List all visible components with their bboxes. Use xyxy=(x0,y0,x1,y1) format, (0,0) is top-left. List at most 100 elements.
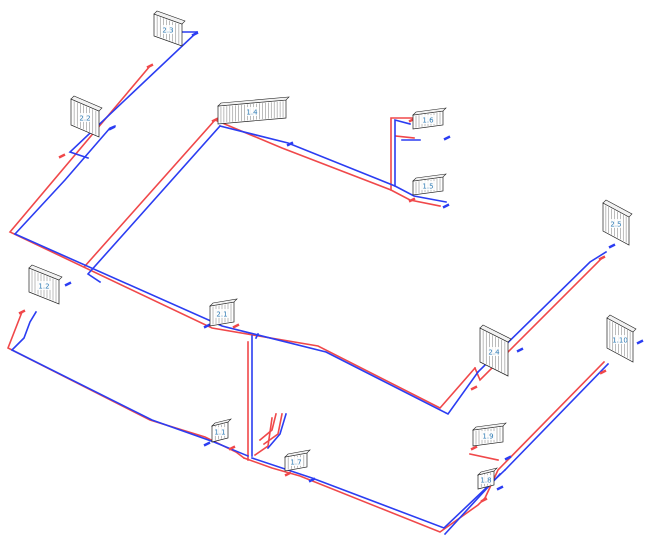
supply-pipe-7 xyxy=(242,456,487,533)
valve-16 xyxy=(470,385,478,391)
valve-13 xyxy=(64,281,72,287)
valve-20 xyxy=(203,441,211,447)
radiator-label-bg xyxy=(487,347,501,356)
radiator-label-bg xyxy=(245,107,259,116)
radiator-top xyxy=(284,449,311,458)
radiator-label: 2.2 xyxy=(79,115,90,123)
supply-pipe-1 xyxy=(83,118,217,268)
supply-pipe-9 xyxy=(469,453,499,461)
radiator-label: 1.9 xyxy=(482,433,493,441)
supply-pipe-3 xyxy=(390,117,413,191)
radiator-r25: 2.5 xyxy=(602,199,633,246)
radiator-r18: 1.8 xyxy=(477,467,498,490)
valve-25 xyxy=(504,455,512,461)
valve-8 xyxy=(408,197,416,203)
radiator-label: 2.5 xyxy=(610,221,621,229)
valve-10 xyxy=(598,255,606,261)
return-pipe-11 xyxy=(250,456,507,529)
radiator-label-bg xyxy=(609,219,623,228)
valve-2 xyxy=(108,125,116,131)
radiator-r16: 1.6 xyxy=(412,107,447,130)
valve-3 xyxy=(191,31,199,37)
radiator-label-bg xyxy=(481,431,495,440)
radiator-label-bg xyxy=(161,25,175,34)
return-pipe-9 xyxy=(10,310,38,352)
radiator-r19: 1.9 xyxy=(472,422,507,447)
radiator-label: 1.8 xyxy=(480,477,491,485)
supply-pipe-4 xyxy=(395,135,415,139)
radiator-top xyxy=(472,422,507,431)
radiator-label: 1.2 xyxy=(38,283,49,291)
radiator-label: 1.4 xyxy=(246,109,258,117)
radiator-r17: 1.7 xyxy=(284,449,311,472)
return-pipe-2 xyxy=(13,232,480,416)
valve-19 xyxy=(636,339,644,345)
radiator-top xyxy=(209,298,238,307)
valve-17 xyxy=(516,347,524,353)
return-pipe-12 xyxy=(503,362,610,472)
radiator-top xyxy=(479,324,512,343)
supply-pipe-8 xyxy=(483,360,606,500)
radiator-label-bg xyxy=(213,427,227,436)
radiator-r23: 2.3 xyxy=(153,10,186,47)
supply-pipe-5 xyxy=(473,256,604,382)
radiator-label: 1.10 xyxy=(612,337,628,345)
radiator-group: 2.3 2.2 1.4 1.6 1.5 2.5 1.2 2.1 2.4 1.10 1.1 1.7 1.9… xyxy=(28,10,637,490)
radiator-label: 1.6 xyxy=(422,117,434,125)
valve-23 xyxy=(308,477,316,483)
radiator-r15: 1.5 xyxy=(412,173,447,196)
radiator-label: 1.5 xyxy=(422,183,433,191)
radiator-label: 1.1 xyxy=(214,429,225,437)
radiator-label-bg xyxy=(289,457,303,466)
valve-15 xyxy=(232,323,240,329)
valve-11 xyxy=(608,243,616,249)
valve-24 xyxy=(470,445,478,451)
radiator-top xyxy=(477,467,498,476)
radiator-r14: 1.4 xyxy=(217,96,290,125)
return-pipe-14 xyxy=(254,332,260,340)
radiator-label-bg xyxy=(421,181,435,190)
radiator-label: 1.7 xyxy=(290,459,301,467)
valve-5 xyxy=(286,141,294,147)
radiator-top xyxy=(602,199,633,218)
radiator-top xyxy=(412,173,447,182)
radiator-top xyxy=(153,10,186,25)
valve-4 xyxy=(211,117,219,123)
radiator-r22: 2.2 xyxy=(70,95,103,138)
radiator-label-bg xyxy=(613,335,627,344)
valve-21 xyxy=(228,445,236,451)
radiator-top xyxy=(412,107,447,116)
radiator-r11: 1.1 xyxy=(211,418,232,443)
return-pipe-15 xyxy=(266,413,287,450)
radiator-top xyxy=(217,96,290,107)
valve-14 xyxy=(203,323,211,329)
radiator-r110: 1.10 xyxy=(606,314,637,363)
pipe-network xyxy=(6,30,610,536)
radiator-label: 2.1 xyxy=(216,311,227,319)
radiator-top xyxy=(606,314,637,333)
radiator-label-bg xyxy=(37,281,51,290)
return-pipe-4 xyxy=(86,124,222,284)
return-pipe-3 xyxy=(13,124,117,236)
valve-18 xyxy=(599,369,607,375)
radiator-label-bg xyxy=(78,113,92,122)
radiator-r24: 2.4 xyxy=(479,324,512,377)
return-pipe-6 xyxy=(394,118,411,187)
valve-12 xyxy=(18,309,26,315)
valve-22 xyxy=(284,471,292,477)
radiator-top xyxy=(211,418,232,427)
radiator-label: 2.3 xyxy=(162,27,173,35)
radiator-top xyxy=(70,95,103,112)
valve-1 xyxy=(58,153,66,159)
radiator-r12: 1.2 xyxy=(28,264,63,305)
radiator-label-bg xyxy=(215,309,229,318)
radiator-top xyxy=(28,264,63,281)
radiator-label-bg xyxy=(479,475,493,484)
supply-pipe-13 xyxy=(253,417,273,457)
supply-pipe-6 xyxy=(6,310,246,460)
valve-27 xyxy=(496,485,504,491)
return-pipe-8 xyxy=(476,250,608,374)
valve-7 xyxy=(443,135,451,141)
radiator-label: 2.4 xyxy=(488,349,500,357)
